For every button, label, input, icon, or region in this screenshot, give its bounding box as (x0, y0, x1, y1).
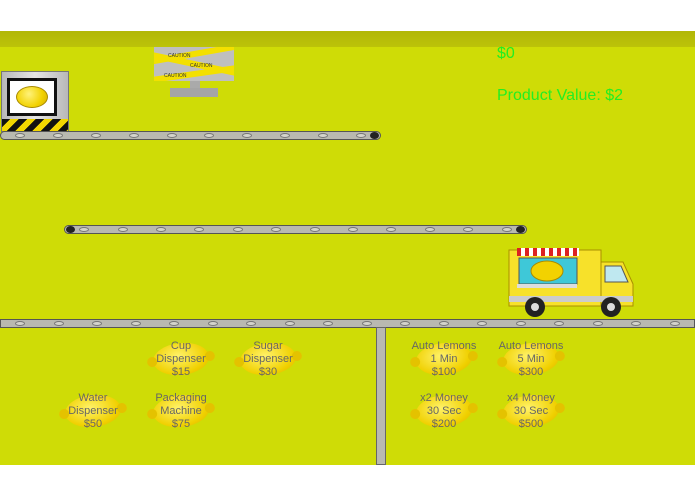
caution-text: CAUTION (168, 53, 191, 59)
lemon-icon (16, 86, 48, 108)
caution-text: CAUTION (190, 63, 213, 69)
caution-board: CAUTION CAUTION CAUTION (154, 47, 234, 81)
shop-divider (376, 327, 386, 465)
conveyor-bottom (0, 319, 695, 328)
shop-auto-lemons-1min-button[interactable]: Auto Lemons 1 Min $100 (411, 339, 477, 378)
shop-water-dispenser-button[interactable]: Water Dispenser $50 (57, 392, 129, 430)
shop-auto-lemons-5min-button[interactable]: Auto Lemons 5 Min $300 (498, 339, 564, 378)
conveyor-middle (64, 225, 527, 234)
shop-packaging-machine-button[interactable]: Packaging Machine $75 (145, 392, 217, 430)
hazard-stripe (2, 119, 68, 131)
game-stage: $0 Product Value: $2 CAUTION CAUTION CAU… (0, 31, 695, 465)
lemonade-truck (508, 248, 634, 317)
caution-sign-base (170, 88, 218, 97)
shop-sugar-dispenser-button[interactable]: Sugar Dispenser $30 (232, 340, 304, 378)
product-value-display: Product Value: $2 (497, 87, 624, 104)
lemon-machine-screen (7, 78, 57, 116)
shop-cup-dispenser-button[interactable]: Cup Dispenser $15 (145, 340, 217, 378)
caution-sign-pole (190, 81, 200, 89)
shop-x2-money-button[interactable]: x2 Money 30 Sec $200 (408, 392, 480, 430)
top-strip (0, 31, 695, 47)
caution-sign: CAUTION CAUTION CAUTION (154, 47, 234, 99)
lemon-machine[interactable] (1, 71, 69, 132)
shop-x4-money-button[interactable]: x4 Money 30 Sec $500 (495, 392, 567, 430)
money-display: $0 (497, 45, 515, 62)
conveyor-top (0, 131, 381, 140)
caution-text: CAUTION (164, 73, 187, 79)
